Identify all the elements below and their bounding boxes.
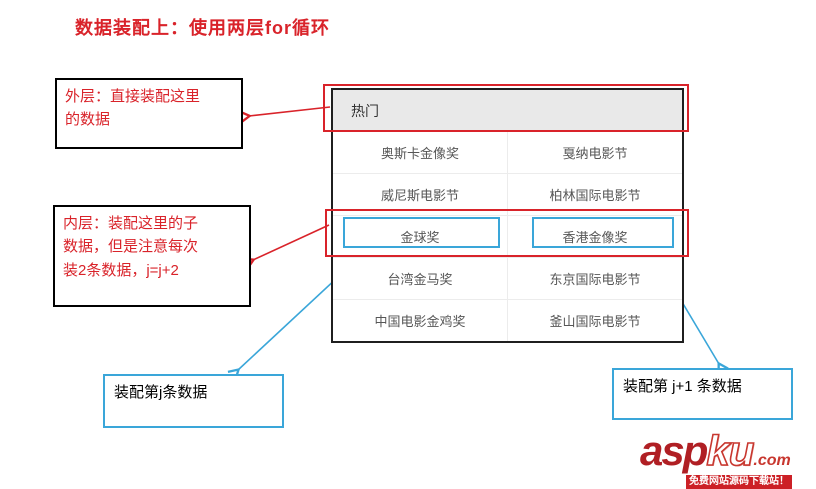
aspku-logo: aspku.com 免费网站源码下载站！ [640,427,816,489]
tab-hot[interactable]: 热门 [333,90,682,132]
cell-busan[interactable]: 釜山国际电影节 [549,314,641,329]
assemble-j-plus-1-callout: 装配第 j+1 条数据 [612,368,793,420]
logo-asp: asp [640,427,708,474]
cell-golden-globe[interactable]: 金球奖 [333,216,508,257]
table-row: 中国电影金鸡奖 釜山国际电影节 [333,299,682,341]
logo-ku: ku [706,427,756,474]
table-row-highlighted: 金球奖 香港金像奖 [333,215,682,257]
cell-oscar[interactable]: 奥斯卡金像奖 [333,132,508,173]
cell-golden-rooster[interactable]: 中国电影金鸡奖 [333,300,508,341]
cell-highlight-right [532,217,674,248]
page-title: 数据装配上：使用两层for循环 [75,18,330,38]
inner-loop-note: 内层：装配这里的子 数据，但是注意每次 装2条数据，j=j+2 [53,205,251,307]
table-row: 台湾金马奖 东京国际电影节 [333,257,682,299]
logo-com: .com [753,452,791,469]
red-arrow-inner [242,224,330,270]
red-arrow-outer [239,106,331,124]
header-highlight-rect [323,84,689,132]
outer-loop-note: 外层：直接装配这里 的数据 [55,78,243,149]
logo-tagline: 免费网站源码下载站！ [686,475,792,489]
aspku-logo-text: aspku.com [640,427,816,474]
cell-cannes[interactable]: 戛纳电影节 [562,146,628,161]
cell-golden-horse[interactable]: 台湾金马奖 [333,258,508,299]
cell-berlin[interactable]: 柏林国际电影节 [549,188,641,203]
row-highlight-rect [325,209,689,257]
cell-venice[interactable]: 威尼斯电影节 [333,174,508,215]
assemble-j-callout: 装配第j条数据 [103,374,284,428]
cell-tokyo[interactable]: 东京国际电影节 [549,272,641,287]
cell-highlight-left [343,217,500,248]
cell-hk-film-award[interactable]: 香港金像奖 [562,230,628,245]
table-row: 奥斯卡金像奖 戛纳电影节 [333,132,682,173]
table-row: 威尼斯电影节 柏林国际电影节 [333,173,682,215]
